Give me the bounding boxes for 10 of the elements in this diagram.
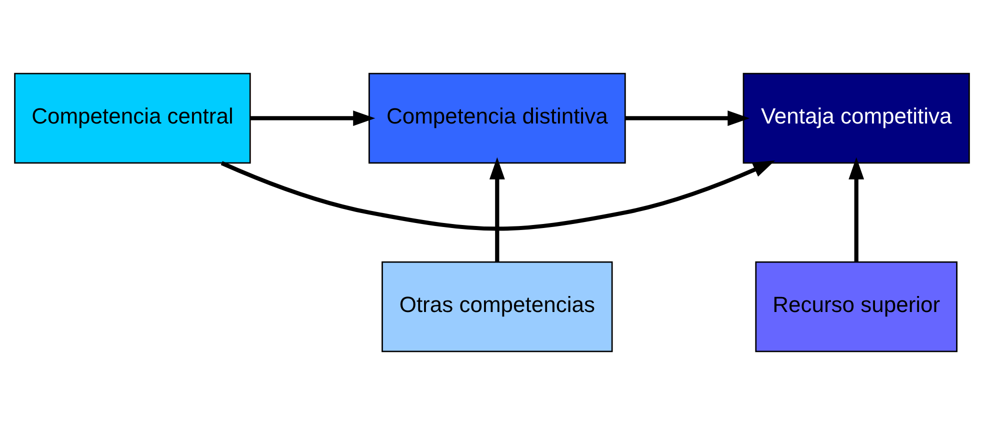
node-box: Otras competencias bbox=[382, 261, 613, 352]
arrow bbox=[625, 110, 750, 126]
node-box: Ventaja competitiva bbox=[742, 72, 970, 164]
node-box: Recurso superior bbox=[755, 261, 958, 352]
arrow bbox=[848, 157, 864, 262]
node-box: Competencia central bbox=[14, 72, 251, 164]
arrow bbox=[220, 160, 776, 231]
node-box: Competencia distintiva bbox=[368, 72, 626, 164]
arrow bbox=[489, 157, 505, 262]
arrow bbox=[250, 110, 376, 126]
